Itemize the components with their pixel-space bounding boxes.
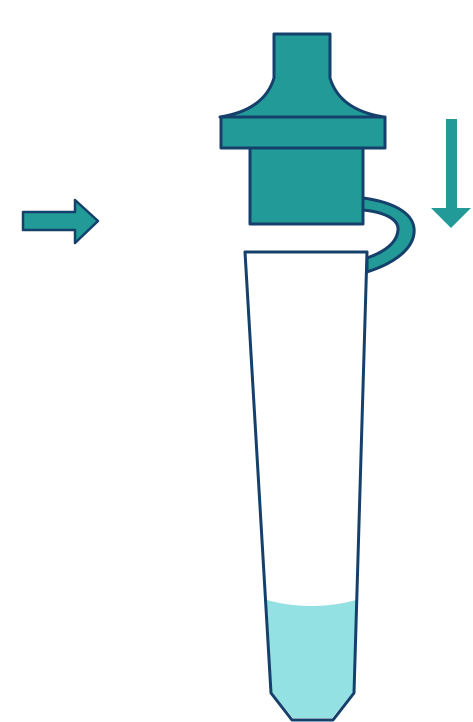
cap-top <box>218 32 386 119</box>
tube-outline <box>243 250 369 722</box>
arrow-down-icon <box>431 119 471 228</box>
arrow-right-icon <box>21 198 100 245</box>
cap-plug <box>248 146 365 226</box>
cap-flange <box>219 115 387 150</box>
cap-hinge <box>361 196 416 274</box>
liquid <box>267 600 356 718</box>
